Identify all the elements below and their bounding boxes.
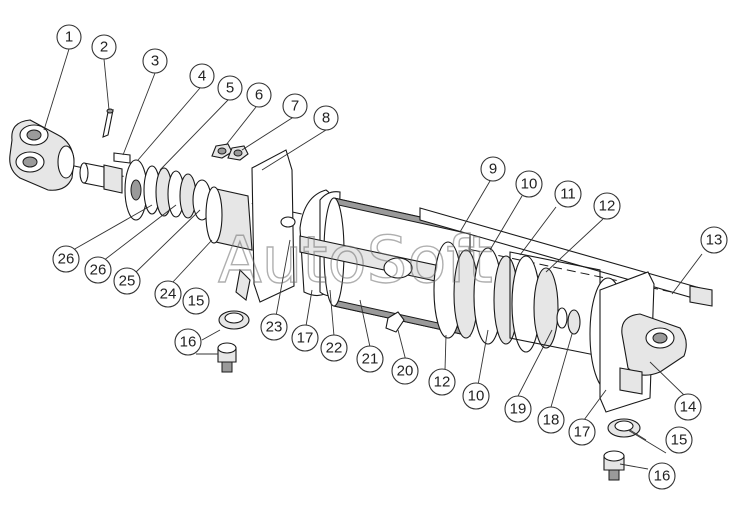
svg-text:20: 20	[397, 363, 414, 380]
svg-text:15: 15	[671, 432, 688, 449]
callout-9: 9	[480, 156, 506, 182]
callout-7: 7	[282, 93, 308, 119]
tie-rod	[419, 207, 713, 307]
pin	[102, 108, 114, 138]
svg-text:12: 12	[434, 374, 451, 391]
svg-text:5: 5	[226, 80, 234, 97]
callout-8: 8	[313, 105, 339, 131]
svg-text:19: 19	[510, 401, 527, 418]
svg-text:4: 4	[198, 68, 206, 85]
callout-3: 3	[142, 48, 168, 74]
callout-5: 5	[217, 75, 243, 101]
fittings	[217, 342, 237, 373]
bushing	[205, 186, 253, 251]
pistons	[433, 241, 559, 353]
callout-16-left: 16	[174, 328, 202, 356]
svg-text:17: 17	[297, 330, 314, 347]
svg-text:23: 23	[266, 319, 283, 336]
callout-19: 19	[504, 395, 532, 423]
svg-text:10: 10	[521, 176, 538, 193]
callout-26-left: 26	[52, 245, 80, 273]
callout-4: 4	[189, 63, 215, 89]
fittings	[603, 450, 625, 481]
callout-15-right: 15	[665, 426, 693, 454]
svg-text:18: 18	[543, 412, 560, 429]
callout-24: 24	[154, 280, 182, 308]
spring	[385, 311, 405, 333]
svg-text:7: 7	[291, 98, 299, 115]
rod-end	[79, 159, 148, 221]
svg-text:24: 24	[160, 286, 177, 303]
svg-text:26: 26	[58, 251, 75, 268]
valve	[556, 307, 581, 335]
svg-text:9: 9	[489, 161, 497, 178]
callout-17-left: 17	[291, 324, 319, 352]
svg-text:2: 2	[100, 39, 108, 56]
svg-text:1: 1	[65, 29, 73, 46]
callout-12-bottom: 12	[428, 368, 456, 396]
svg-text:8: 8	[322, 110, 330, 127]
callout-26-middle: 26	[84, 256, 112, 284]
callout-25: 25	[113, 267, 141, 295]
callout-16-right: 16	[648, 462, 676, 490]
callout-17-right: 17	[568, 418, 596, 446]
flange	[235, 149, 296, 303]
svg-text:3: 3	[151, 53, 159, 70]
key	[113, 152, 131, 164]
svg-text:12: 12	[599, 198, 616, 215]
callout-6: 6	[246, 82, 272, 108]
svg-text:25: 25	[119, 273, 136, 290]
callout-2: 2	[91, 34, 117, 60]
svg-text:6: 6	[255, 87, 263, 104]
callout-1: 1	[56, 24, 82, 50]
fork-end-right	[619, 313, 687, 395]
svg-text:26: 26	[90, 262, 107, 279]
callout-23: 23	[260, 313, 288, 341]
callout-12-top: 12	[593, 192, 621, 220]
piston-rings	[143, 165, 212, 221]
liner	[299, 235, 441, 283]
callout-13: 13	[700, 226, 728, 254]
callout-10-bottom: 10	[462, 382, 490, 410]
callout-21: 21	[356, 345, 384, 373]
svg-text:17: 17	[574, 424, 591, 441]
svg-text:16: 16	[654, 468, 671, 485]
fork-end-left	[9, 119, 75, 191]
svg-text:15: 15	[188, 293, 205, 310]
nut	[211, 143, 233, 159]
lock-nuts	[218, 310, 250, 330]
svg-text:22: 22	[326, 340, 343, 357]
svg-text:13: 13	[706, 232, 723, 249]
leader-lines	[43, 48, 703, 470]
callout-15-left: 15	[182, 287, 210, 315]
callout-10-top: 10	[515, 170, 543, 198]
callout-14: 14	[674, 393, 702, 421]
callout-22: 22	[320, 334, 348, 362]
callout-18: 18	[537, 406, 565, 434]
svg-text:14: 14	[680, 399, 697, 416]
watermark: AutoSoft	[218, 224, 493, 298]
svg-text:11: 11	[560, 186, 576, 203]
svg-text:16: 16	[180, 334, 197, 351]
callout-20: 20	[391, 357, 419, 385]
svg-text:21: 21	[362, 351, 379, 368]
svg-text:10: 10	[468, 388, 485, 405]
callout-11: 11	[554, 180, 582, 208]
